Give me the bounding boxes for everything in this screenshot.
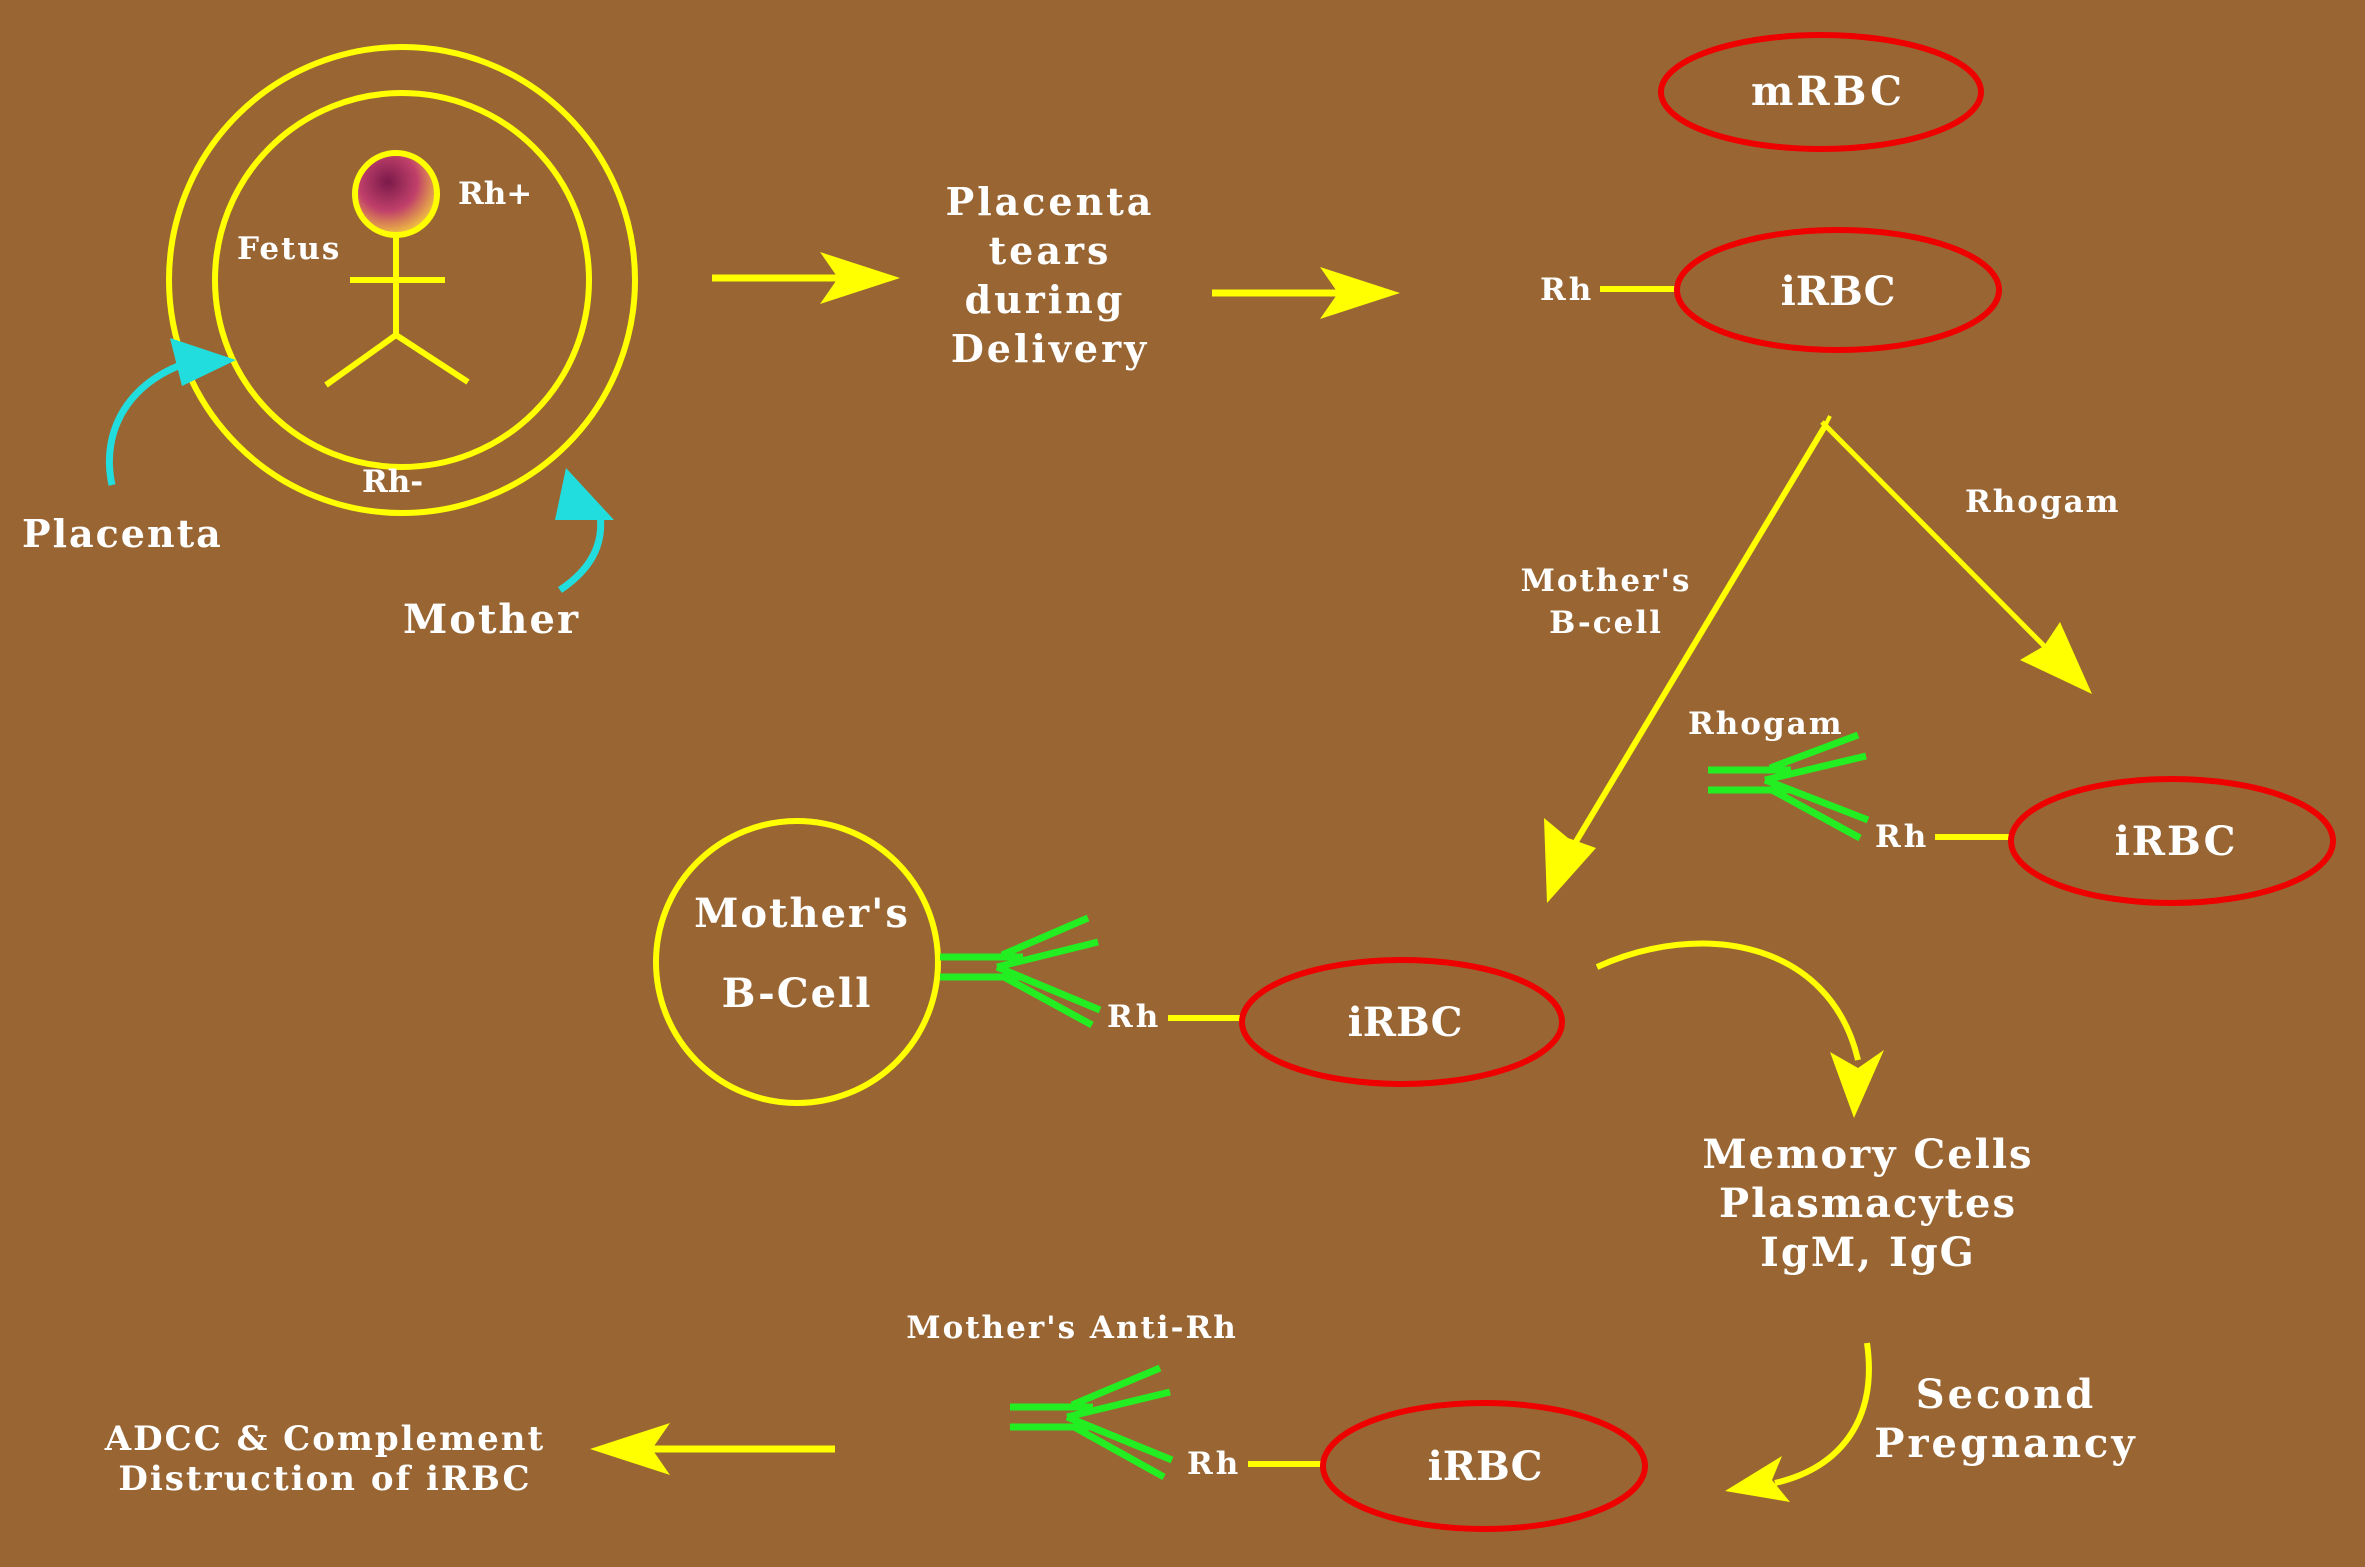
irbc-label-rhogam: iRBC xyxy=(2115,818,2238,865)
arrow-to-memory-cells xyxy=(1595,940,1884,1118)
rh-antigen-label-top: Rh xyxy=(1540,272,1594,308)
irbc-label-top: iRBC xyxy=(1781,268,1896,315)
placenta-tears-text: Placenta tears during Delivery xyxy=(946,179,1155,371)
mothers-bcell-branch-line-1: Mother's xyxy=(1521,563,1692,599)
irbc-cell-bottom xyxy=(1320,1400,1648,1532)
irbc-cell-rhogam xyxy=(2008,776,2336,906)
irbc-label-bcell: iRBC xyxy=(1348,999,1463,1046)
second-pregnancy-line-2: Pregnancy xyxy=(1874,1420,2137,1467)
rhogam-antibody-icon xyxy=(1708,731,1870,842)
fetus-label: Fetus xyxy=(237,231,341,267)
bcell-antibody-icon xyxy=(940,914,1102,1029)
irbc-cell-top xyxy=(1674,227,2002,353)
mrbc-cell xyxy=(1658,32,1984,152)
branch-to-rhogam xyxy=(1820,420,2092,694)
memory-line-3: IgM, IgG xyxy=(1760,1229,1976,1276)
mother-pointer-arrow xyxy=(558,514,605,593)
branch-to-mothers-bcell xyxy=(1544,424,1828,903)
mother-outer-circle xyxy=(166,44,638,516)
placenta-label: Placenta xyxy=(22,511,223,556)
irbc-cell-bcell xyxy=(1239,957,1565,1087)
mrbc-label: mRBC xyxy=(1751,68,1905,115)
arrow-to-placenta-tears xyxy=(712,252,900,304)
memory-line-2: Plasmacytes xyxy=(1719,1180,2017,1227)
rh-antigen-label-rhogam: Rh xyxy=(1875,819,1929,855)
rhogam-antibody-label: Rhogam xyxy=(1688,706,1844,742)
adcc-line-1: ADCC & Complement xyxy=(104,1419,545,1459)
second-pregnancy-line-1: Second xyxy=(1916,1371,2096,1418)
arrow-to-adcc xyxy=(590,1423,835,1475)
mother-placenta-fetus-group: Fetus Rh+ Rh- Placenta Mother xyxy=(22,44,638,643)
arrow-to-irbc xyxy=(1212,267,1400,319)
mothers-bcell-line-2: B-Cell xyxy=(722,970,873,1017)
mothers-bcell xyxy=(653,818,941,1106)
fetus-figure xyxy=(324,150,470,388)
rh-antigen-label-bottom: Rh xyxy=(1187,1446,1241,1482)
placenta-tears-line-1: Placenta xyxy=(946,179,1155,224)
arrow-second-pregnancy xyxy=(1725,1342,1872,1502)
mothers-bcell-line-1: Mother's xyxy=(694,890,910,937)
mother-pointer-arrowhead xyxy=(555,468,614,520)
adcc-line-2: Distruction of iRBC xyxy=(118,1459,531,1499)
rh-antigen-label-bcell: Rh xyxy=(1107,999,1161,1035)
anti-rh-antibody-icon xyxy=(1010,1364,1174,1481)
placenta-pointer-arrow xyxy=(105,356,197,486)
memory-line-1: Memory Cells xyxy=(1702,1131,2033,1178)
rhogam-branch-label: Rhogam xyxy=(1965,484,2121,520)
memory-cells-text: Memory Cells Plasmacytes IgM, IgG xyxy=(1702,1131,2033,1276)
mothers-bcell-branch-line-2: B-cell xyxy=(1549,605,1663,641)
rh-positive-label: Rh+ xyxy=(458,176,532,212)
mother-label: Mother xyxy=(403,596,580,643)
rh-negative-label: Rh- xyxy=(362,464,423,500)
fetus-head xyxy=(352,150,440,238)
placenta-tears-line-2: tears xyxy=(989,228,1112,273)
irbc-label-bottom: iRBC xyxy=(1428,1443,1543,1490)
placenta-pointer-arrowhead xyxy=(170,338,236,386)
placenta-tears-line-3: during xyxy=(965,277,1126,322)
anti-rh-label: Mother's Anti-Rh xyxy=(906,1310,1238,1346)
placenta-tears-line-4: Delivery xyxy=(951,326,1149,371)
placenta-inner-circle xyxy=(212,90,592,470)
